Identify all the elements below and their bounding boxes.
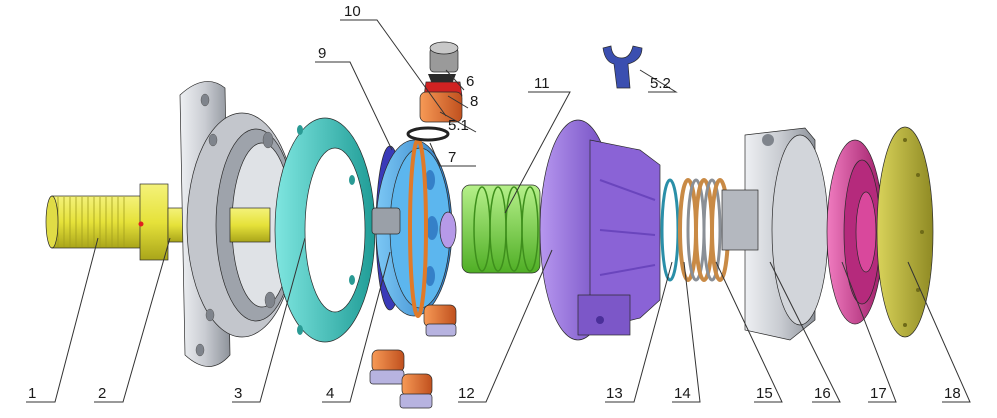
label-14: 14 <box>674 385 691 402</box>
flange-housing <box>179 81 298 367</box>
label-11: 11 <box>534 75 550 92</box>
label-5-1: 5.1 <box>448 117 469 134</box>
leader-lines <box>26 19 971 403</box>
friction-discs <box>678 178 730 282</box>
motor-body <box>539 119 661 341</box>
o-ring <box>406 126 450 142</box>
label-1: 1 <box>28 385 36 402</box>
label-16: 16 <box>814 385 831 402</box>
label-15: 15 <box>756 385 773 402</box>
cam-ring <box>274 117 376 343</box>
part-labels: 1 2 3 4 12 13 14 15 16 17 18 9 10 6 8 5.… <box>28 3 961 402</box>
loose-pistons <box>369 304 457 409</box>
end-cover <box>876 126 934 338</box>
label-4: 4 <box>326 385 334 402</box>
label-5-2: 5.2 <box>650 75 671 92</box>
label-12: 12 <box>458 385 475 402</box>
seal-o-ring <box>660 178 680 282</box>
rear-housing <box>721 127 829 341</box>
label-17: 17 <box>870 385 887 402</box>
label-7: 7 <box>448 149 456 166</box>
label-18: 18 <box>944 385 961 402</box>
label-6: 6 <box>466 73 474 90</box>
label-9: 9 <box>318 45 326 62</box>
cylinder-block <box>371 139 457 317</box>
spring-coupling <box>461 184 541 274</box>
label-8: 8 <box>470 93 478 110</box>
slipper-clip <box>602 45 643 89</box>
label-2: 2 <box>98 385 106 402</box>
label-13: 13 <box>606 385 623 402</box>
brake-piston <box>826 139 884 325</box>
label-10: 10 <box>344 3 361 20</box>
label-3: 3 <box>234 385 242 402</box>
piston-stack <box>419 41 463 123</box>
